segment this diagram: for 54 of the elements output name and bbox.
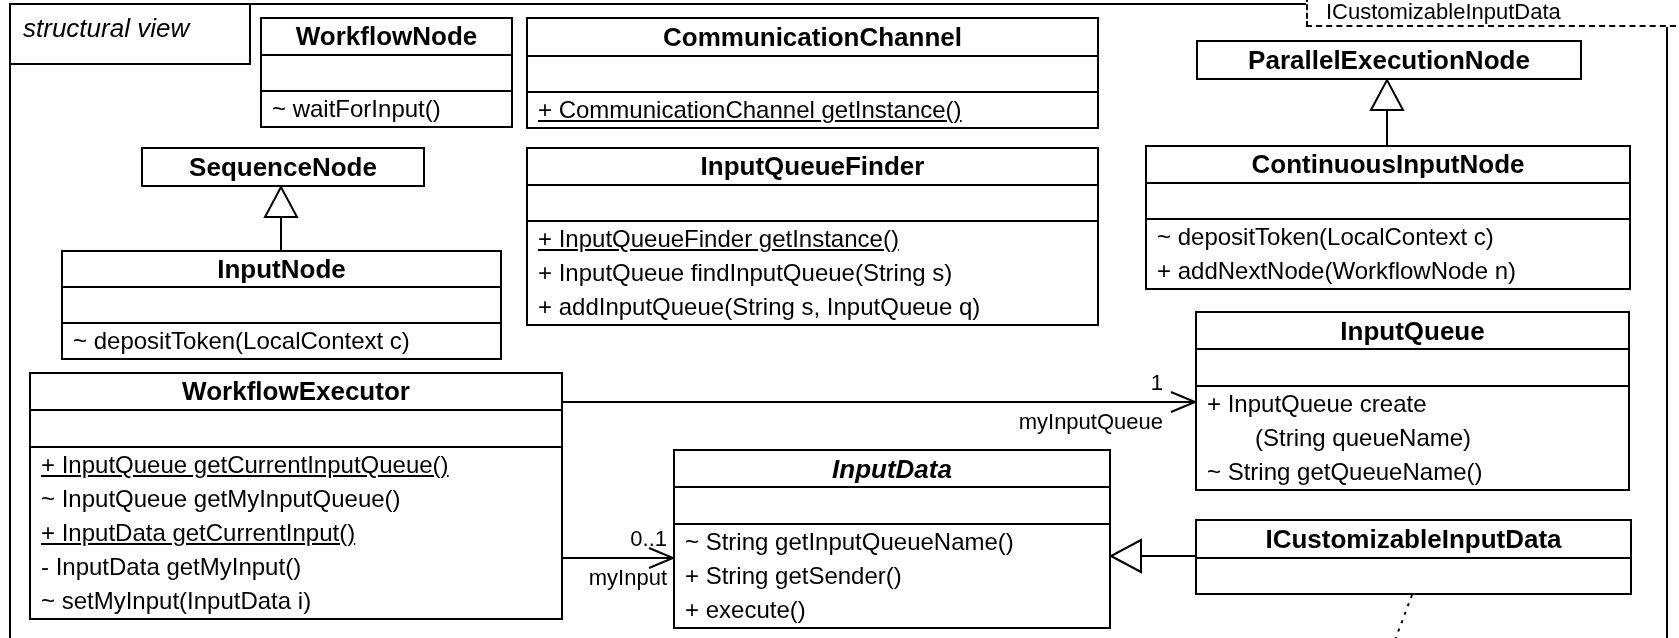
association-arrow: [562, 391, 1196, 413]
operation-text: ~ String getInputQueueName(): [684, 527, 1015, 557]
abstract-class-box: [673, 449, 1111, 629]
operation-text: ~ setMyInput(InputData i): [40, 586, 313, 616]
operation-text: + addNextNode(WorkflowNode n): [1156, 256, 1518, 286]
class-box: [526, 17, 1099, 129]
operation-text: ~ InputQueue getMyInputQueue(): [40, 484, 402, 514]
operation-text: + InputQueueFinder getInstance(): [537, 224, 900, 254]
operation-text: ~ depositToken(LocalContext c): [1156, 222, 1495, 252]
note-box: [1306, 0, 1679, 27]
operation-text: + InputQueue getCurrentInputQueue(): [40, 450, 450, 480]
class-name: SequenceNode: [189, 151, 377, 184]
class-box: [29, 372, 563, 620]
operation-text: - InputData getMyInput(): [40, 552, 303, 582]
class-name: WorkflowExecutor: [182, 375, 410, 409]
multiplicity-label: 1: [1150, 371, 1163, 395]
class-name: WorkflowNode: [295, 20, 478, 54]
multiplicity-label: 0..1: [630, 527, 667, 551]
class-name: CommunicationChannel: [663, 21, 962, 54]
frame: [9, 3, 1668, 638]
operation-text: + InputData getCurrentInput(): [40, 518, 357, 548]
class-name: InputQueueFinder: [700, 150, 925, 184]
class-box: [141, 147, 425, 187]
association-arrow: [562, 547, 674, 569]
class-name: InputNode: [217, 253, 346, 286]
class-box: [1145, 145, 1631, 290]
operation-text: + InputQueue create (String queueName): [1206, 389, 1473, 453]
frame-title: structural view: [23, 13, 190, 43]
generalization-arrow: [1110, 539, 1196, 573]
role-label: myInputQueue: [1018, 410, 1163, 434]
note-text: ICustomizableInputData: [1326, 0, 1562, 25]
operation-text: + InputQueue findInputQueue(String s): [537, 258, 954, 288]
class-name: InputQueue: [1340, 314, 1485, 348]
operation-text: ~ String getQueueName(): [1206, 457, 1484, 487]
class-box: [526, 147, 1099, 326]
role-label: myInput: [588, 566, 667, 590]
class-name: ContinuousInputNode: [1251, 148, 1525, 182]
operation-text: + String getSender(): [684, 561, 903, 591]
class-box: [1195, 519, 1632, 595]
operation-text: ~ depositToken(LocalContext c): [72, 326, 411, 356]
class-name: InputData: [832, 452, 952, 486]
class-name: ParallelExecutionNode: [1248, 44, 1530, 77]
generalization-arrow: [1370, 79, 1404, 146]
class-box: [1196, 40, 1582, 80]
operation-text: ~ waitForInput(): [271, 94, 442, 124]
class-box: [1195, 311, 1630, 491]
operation-text: + execute(): [684, 595, 807, 625]
generalization-arrow: [264, 186, 298, 251]
dotted-line: [1394, 594, 1413, 638]
class-name: ICustomizableInputData: [1265, 523, 1562, 556]
operation-text: + CommunicationChannel getInstance(): [537, 95, 963, 125]
operation-text: + addInputQueue(String s, InputQueue q): [537, 292, 982, 322]
class-box: [61, 250, 502, 360]
class-box: [260, 17, 513, 128]
